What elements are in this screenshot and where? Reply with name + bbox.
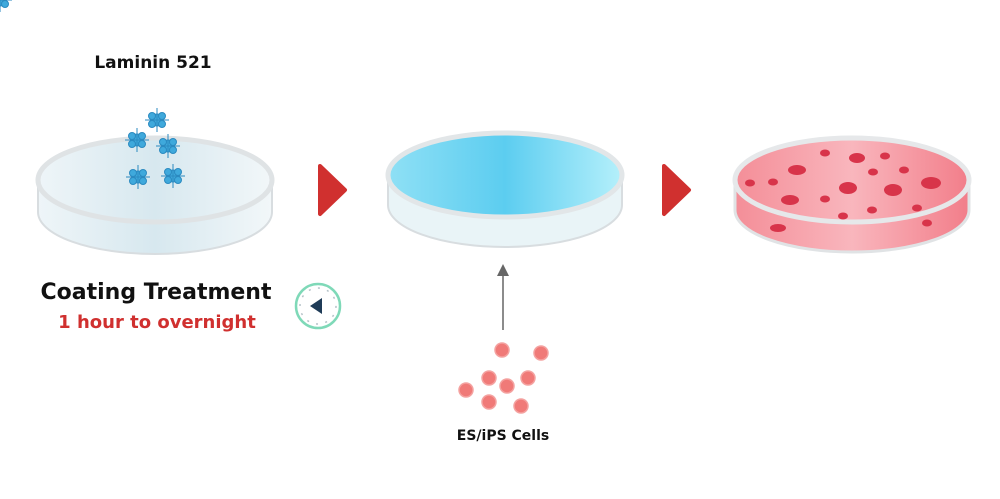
culture-dish <box>732 135 972 254</box>
es-ips-cells <box>458 342 549 414</box>
duration-label: 1 hour to overnight <box>58 312 256 333</box>
seeding-arrow <box>497 264 509 330</box>
medium-dish <box>385 130 625 248</box>
next-step-arrow <box>662 164 691 216</box>
next-step-arrow <box>318 164 347 216</box>
laminin-label: Laminin 521 <box>94 53 212 73</box>
cell-colonies <box>745 149 941 232</box>
coated-dish <box>35 135 275 255</box>
coating-treatment-label: Coating Treatment <box>40 280 272 305</box>
timer-icon <box>294 282 342 330</box>
cells-label: ES/iPS Cells <box>456 428 550 444</box>
laminin-molecules <box>0 0 186 190</box>
